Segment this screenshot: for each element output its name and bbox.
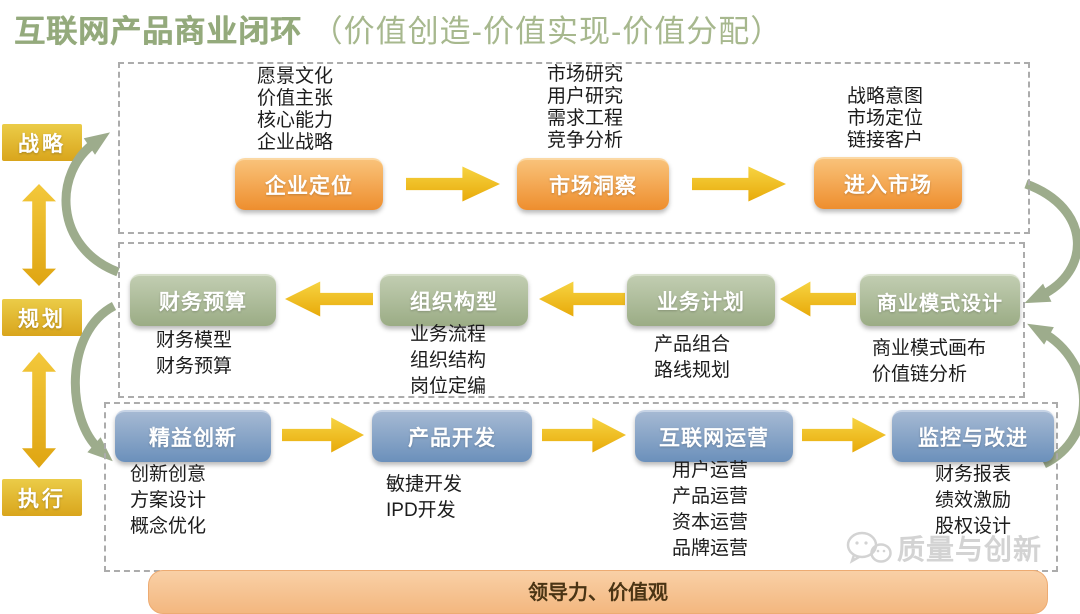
list-item: 愿景文化 xyxy=(257,66,334,87)
flow-arrow-left-icon xyxy=(539,281,625,317)
list-item: 市场定位 xyxy=(847,108,924,129)
box-business-plan: 业务计划 xyxy=(627,274,775,326)
list-internet-operations: 用户运营 产品运营 资本运营 品牌运营 xyxy=(672,458,748,562)
flow-arrow-right-icon xyxy=(692,166,786,202)
flow-arrow-right-icon xyxy=(802,417,886,453)
list-item: 企业战略 xyxy=(257,132,334,153)
list-item: 战略意图 xyxy=(847,86,924,107)
side-label-planning: 规划 xyxy=(2,299,82,336)
list-item: 市场研究 xyxy=(547,64,624,85)
list-item: 资本运营 xyxy=(672,512,749,533)
watermark-label: 质量与创新 xyxy=(897,534,1043,565)
flow-arrow-right-icon xyxy=(542,417,626,453)
list-product-development: 敏捷开发 IPD开发 xyxy=(386,472,462,524)
list-monitoring-improvement: 财务报表 绩效激励 股权设计 xyxy=(935,462,1011,540)
planning-row: 财务预算 财务模型 财务预算 组织构型 业务流程 组织结构 岗位定编 业务计划 … xyxy=(118,242,1025,398)
list-enter-market: 战略意图 市场定位 链接客户 xyxy=(847,86,923,152)
list-item: 岗位定编 xyxy=(410,376,487,397)
business-loop-diagram: 互联网产品商业闭环 （价值创造-价值实现-价值分配） 战略 规划 执行 愿景文化… xyxy=(2,6,1080,614)
list-item: 绩效激励 xyxy=(935,490,1012,511)
list-item: 产品组合 xyxy=(654,334,731,355)
side-label-strategy: 战略 xyxy=(2,124,82,161)
updown-arrow-icon xyxy=(22,352,56,468)
leadership-values-bar: 领导力、价值观 xyxy=(148,570,1048,614)
list-item: 核心能力 xyxy=(257,110,334,131)
side-label-execution: 执行 xyxy=(2,479,82,516)
list-item: 价值链分析 xyxy=(872,364,968,385)
list-lean-innovation: 创新创意 方案设计 概念优化 xyxy=(130,462,206,540)
loop-arrow-strategy-to-planning xyxy=(1024,179,1080,304)
box-internet-operations: 互联网运营 xyxy=(635,410,793,462)
list-item: 财务模型 xyxy=(156,330,233,351)
list-item: 敏捷开发 xyxy=(386,474,463,495)
list-item: 产品运营 xyxy=(672,486,749,507)
list-item: 用户研究 xyxy=(547,86,624,107)
box-financial-budget: 财务预算 xyxy=(130,274,276,326)
footer-bar-label: 领导力、价值观 xyxy=(528,582,668,604)
list-item: 路线规划 xyxy=(654,360,731,381)
box-product-development: 产品开发 xyxy=(372,410,532,462)
list-item: IPD开发 xyxy=(386,500,456,521)
flow-arrow-right-icon xyxy=(406,166,500,202)
box-market-insight: 市场洞察 xyxy=(517,158,669,210)
box-business-model-design: 商业模式设计 xyxy=(860,274,1020,326)
list-item: 财务报表 xyxy=(935,464,1012,485)
updown-arrow-icon xyxy=(22,184,56,286)
title-main: 互联网产品商业闭环 xyxy=(14,14,302,49)
list-item: 组织结构 xyxy=(410,350,487,371)
box-company-positioning: 企业定位 xyxy=(235,158,383,210)
box-org-structure: 组织构型 xyxy=(380,274,528,326)
list-item: 商业模式画布 xyxy=(872,338,987,359)
list-business-model-design: 商业模式画布 价值链分析 xyxy=(872,336,986,388)
flow-arrow-right-icon xyxy=(282,417,364,453)
watermark: 质量与创新 xyxy=(846,528,1042,568)
box-monitoring-improvement: 监控与改进 xyxy=(892,410,1054,462)
flow-arrow-left-icon xyxy=(285,281,373,317)
list-org-structure: 业务流程 组织结构 岗位定编 xyxy=(410,322,486,400)
list-financial-budget: 财务模型 财务预算 xyxy=(156,328,232,380)
list-item: 竞争分析 xyxy=(547,130,624,151)
list-item: 创新创意 xyxy=(130,464,207,485)
list-item: 概念优化 xyxy=(130,516,207,537)
strategy-row: 愿景文化 价值主张 核心能力 企业战略 企业定位 市场研究 用户研究 需求工程 … xyxy=(118,62,1030,234)
list-item: 股权设计 xyxy=(935,516,1012,537)
list-item: 业务流程 xyxy=(410,324,487,345)
title-subtitle: （价值创造-价值实现-价值分配） xyxy=(311,14,783,49)
box-enter-market: 进入市场 xyxy=(814,157,962,209)
wechat-icon xyxy=(846,531,892,564)
list-item: 需求工程 xyxy=(547,108,624,129)
flow-arrow-left-icon xyxy=(780,281,856,317)
list-business-plan: 产品组合 路线规划 xyxy=(654,332,730,384)
list-item: 方案设计 xyxy=(130,490,207,511)
box-lean-innovation: 精益创新 xyxy=(115,410,271,462)
loop-arrow-planning-to-strategy xyxy=(61,132,120,277)
execution-row: 精益创新 创新创意 方案设计 概念优化 产品开发 敏捷开发 IPD开发 互联网运… xyxy=(104,402,1058,572)
list-company-positioning: 愿景文化 价值主张 核心能力 企业战略 xyxy=(257,66,333,154)
list-item: 品牌运营 xyxy=(672,538,749,559)
list-item: 用户运营 xyxy=(672,460,749,481)
list-item: 财务预算 xyxy=(156,356,233,377)
list-item: 链接客户 xyxy=(847,130,924,151)
list-market-insight: 市场研究 用户研究 需求工程 竞争分析 xyxy=(547,64,623,152)
page-title: 互联网产品商业闭环 （价值创造-价值实现-价值分配） xyxy=(14,6,782,51)
list-item: 价值主张 xyxy=(257,88,334,109)
